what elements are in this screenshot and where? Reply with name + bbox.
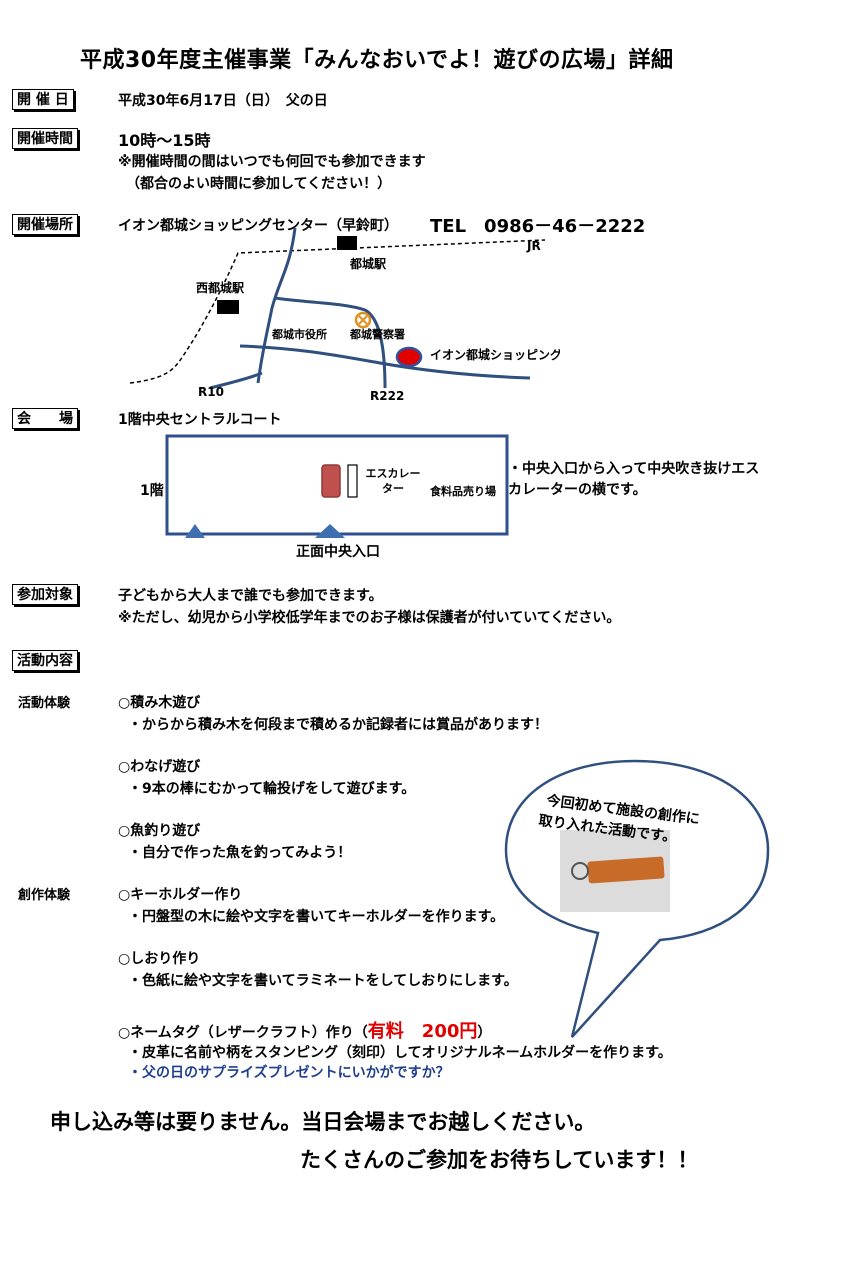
nametag-name: ○ネームタグ（レザークラフト）作り（有料 200円） — [118, 1017, 491, 1043]
time-note1: ※開催時間の間はいつでも何回でも参加できます — [118, 154, 426, 170]
footer-line1: 申し込み等は要りません。当日会場までお越しください。 — [50, 1110, 596, 1134]
activity-name-4: ○キーホルダー作り — [118, 887, 243, 903]
access-map: JR 都城駅 西都城駅 都城市役所 都城警察署 イオン都城ショッピングセンター … — [129, 228, 560, 403]
nametag-desc: ・皮革に名前や柄をスタンピング（刻印）してオリジナルネームホルダーを作ります。 — [128, 1045, 672, 1061]
venue-value: 1階中央セントラルコート — [118, 412, 282, 428]
craft-label: 創作体験 — [18, 888, 71, 903]
target-line1: 子どもから大人まで誰でも参加できます。 — [118, 588, 383, 604]
activity-name-2: ○わなげ遊び — [118, 759, 201, 775]
police-icon — [354, 311, 372, 329]
road-vertical — [256, 228, 297, 384]
nametag-desc2: ・父の日のサプライズプレゼントにいかがですか？ — [128, 1065, 450, 1081]
escalator-label: エスカレーター — [365, 467, 421, 495]
aeon-marker-icon — [395, 346, 423, 368]
activity-name-3: ○魚釣り遊び — [118, 823, 201, 839]
activity-desc-3: ・自分で作った魚を釣ってみよう！ — [128, 845, 352, 861]
police-mark — [358, 315, 368, 325]
time-label: 開催時間 — [12, 128, 78, 149]
nametag-name-text: ○ネームタグ（レザークラフト）作り（ — [118, 1025, 368, 1041]
map-city-hall: 都城市役所 — [271, 327, 327, 341]
entrance-center-icon — [315, 524, 345, 538]
entrance-label: 正面中央入口 — [296, 544, 380, 560]
entrance-left-icon — [185, 524, 205, 538]
activity-desc-2: ・9本の棒にむかって輪投げをして遊びます。 — [128, 781, 416, 797]
jr-line — [129, 239, 546, 384]
road-r222 — [274, 296, 387, 389]
nametag-close: ） — [477, 1025, 492, 1041]
target-label: 参加対象 — [12, 584, 78, 605]
floor-label: 1階 — [140, 483, 164, 499]
map-jr: JR — [526, 239, 541, 253]
activity-desc-4: ・円盤型の木に絵や文字を書いてキーホルダーを作ります。 — [128, 909, 505, 925]
nametag-fee: 有料 200円 — [367, 1021, 478, 1042]
activity-name-1: ○積み木遊び — [118, 695, 201, 711]
map-nishi-station: 西都城駅 — [196, 280, 245, 295]
escalator-shape — [347, 464, 358, 498]
date-value: 平成30年6月17日（日） 父の日 — [118, 93, 328, 109]
place-tel: TEL 0986－46－2222 — [430, 216, 646, 237]
miyakonojo-station-icon — [337, 236, 357, 250]
activity-desc-5: ・色紙に絵や文字を書いてラミネートをしてしおりにします。 — [128, 973, 518, 989]
venue-marker — [321, 464, 341, 498]
activities-label: 活動内容 — [12, 650, 78, 671]
map-r222: R222 — [370, 389, 404, 403]
target-line2: ※ただし、幼児から小学校低学年までのお子様は保護者が付いていてください。 — [118, 610, 621, 626]
map-aeon: イオン都城ショッピングセンター — [430, 347, 560, 362]
place-label: 開催場所 — [12, 214, 78, 235]
food-label: 食料品売り場 — [430, 485, 496, 498]
activity-desc-1: ・からから積み木を何段まで積めるか記録者には賞品があります！ — [128, 717, 548, 733]
page-title: 平成30年度主催事業「みんなおいでよ！遊びの広場」詳細 — [80, 48, 674, 73]
leather-tag — [587, 856, 665, 884]
venue-label: 会 場 — [12, 408, 78, 429]
key-ring-icon — [571, 862, 589, 880]
date-label: 開 催 日 — [12, 89, 74, 110]
venue-diagram — [165, 434, 509, 538]
nishi-station-icon — [217, 300, 239, 314]
time-note2: （都合のよい時間に参加してください！） — [126, 176, 392, 192]
map-station: 都城駅 — [349, 256, 387, 271]
road-r10 — [209, 371, 263, 390]
map-r10: R10 — [198, 385, 224, 399]
activity-name-5: ○しおり作り — [118, 951, 201, 967]
map-police: 都城警察署 — [349, 327, 405, 341]
speech-bubble — [504, 759, 770, 1038]
time-value: 10時～15時 — [118, 131, 211, 150]
footer-line2: たくさんのご参加をお待ちしています！！ — [300, 1148, 699, 1172]
venue-note: ・中央入口から入って中央吹き抜けエスカレーターの横です。 — [508, 461, 760, 498]
place-name: イオン都城ショッピングセンター（早鈴町） — [118, 218, 398, 234]
road-main — [239, 344, 531, 380]
exp-label: 活動体験 — [18, 696, 71, 711]
